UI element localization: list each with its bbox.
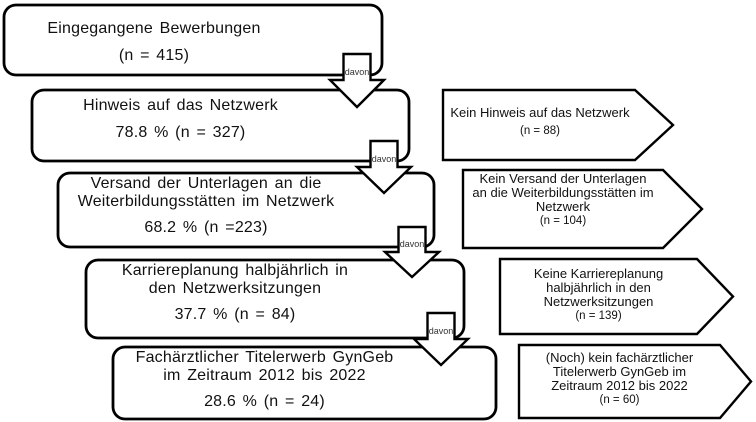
- side-arrow-2-count: (n = 104): [539, 215, 587, 227]
- side-arrow-3-label-line-2: halbjährlich in den: [546, 280, 651, 295]
- down-arrow-3-icon: [381, 225, 443, 279]
- down-arrow-4-icon: [411, 311, 471, 367]
- side-arrow-3-shape: [498, 257, 735, 336]
- box-5-title-line-2: im Zeitraum 2012 bis 2022: [163, 366, 366, 384]
- side-arrow-3-label-line-1: Keine Karriereplanung: [533, 266, 664, 281]
- side-arrow-3-count: (n = 139): [575, 310, 622, 322]
- box-2-title: Hinweis auf das Netzwerk: [83, 97, 278, 114]
- box-1-count: (n = 415): [118, 46, 190, 64]
- side-arrow-3-label-line-3: Netzwerksitzungen: [543, 294, 654, 309]
- box-1-title: Eingegangene Bewerbungen: [47, 20, 261, 37]
- connector-2-label: davon: [371, 154, 397, 164]
- flow-box-2: Hinweis auf das Netzwerk 78.8 % (n = 327…: [32, 97, 329, 141]
- box-4-title-line-1: Karriereplanung halbjährlich in: [121, 262, 349, 279]
- flow-box-2-shape: [30, 88, 411, 163]
- side-arrow-1-label: Kein Hinweis auf das Netzwerk: [450, 105, 630, 120]
- box-4-title-line-2: den Netzwerksitzungen: [148, 279, 322, 297]
- side-arrow-2-shape: [461, 168, 704, 250]
- flow-box-1: Eingegangene Bewerbungen (n = 415): [4, 20, 304, 64]
- flow-box-1-shape: [2, 3, 384, 77]
- box-4-count: 37.7 % (n = 84): [174, 306, 296, 323]
- side-arrow-4-label-line-3: Zeitraum 2012 bis 2022: [551, 378, 688, 393]
- side-arrow-4-shape: [517, 343, 753, 420]
- side-arrow-4: (Noch) kein fachärztlicher Titelerwerb G…: [519, 351, 720, 407]
- side-arrow-4-label-line-1: (Noch) kein fachärztlicher: [545, 350, 694, 365]
- box-5-title-line-1: Fachärztlicher Titelerwerb GynGeb: [135, 349, 394, 366]
- connector-1-label: davon: [344, 67, 370, 77]
- down-arrow-1-icon: [327, 52, 387, 109]
- flow-box-4: Karriereplanung halbjährlich in den Netz…: [86, 262, 384, 324]
- flow-box-3-shape: [56, 171, 436, 249]
- side-arrow-1-shape: [441, 88, 675, 162]
- box-3-title-line-1: Versand der Unterlagen an die: [90, 175, 322, 192]
- connector-4-label: davon: [428, 326, 454, 336]
- side-arrow-2-label-line-2: an die Weiterbildungsstätten im: [472, 185, 654, 200]
- box-5-count: 28.6 % (n = 24): [204, 393, 325, 410]
- down-arrow-2-icon: [354, 139, 414, 195]
- flow-box-3: Versand der Unterlagen an die Weiterbild…: [58, 175, 354, 237]
- box-3-count: 68.2 % (n =223): [144, 219, 268, 236]
- flow-box-4-shape: [84, 258, 466, 340]
- connector-3-label: davon: [399, 239, 425, 249]
- box-3-title-line-2: Weiterbildungsstätten im Netzwerk: [77, 192, 335, 210]
- flow-box-5: Fachärztlicher Titelerwerb GynGeb im Zei…: [113, 349, 416, 411]
- side-arrow-1: Kein Hinweis auf das Netzwerk (n = 88): [443, 104, 637, 140]
- side-arrow-1-count: (n = 88): [520, 125, 560, 137]
- side-arrow-3: Keine Karriereplanung halbjährlich in de…: [500, 267, 697, 323]
- side-arrow-4-label-line-2: Titelerwerb GynGeb im: [552, 364, 687, 379]
- side-arrow-2-label-line-3: Netzwerk: [535, 199, 591, 214]
- side-arrow-2: Kein Versand der Unterlagen an die Weite…: [463, 172, 663, 228]
- side-arrow-2-label-line-1: Kein Versand der Unterlagen: [479, 171, 647, 186]
- flow-box-5-shape: [111, 345, 498, 421]
- side-arrow-4-count: (n = 60): [599, 394, 640, 406]
- box-2-count: 78.8 % (n = 327): [115, 123, 246, 141]
